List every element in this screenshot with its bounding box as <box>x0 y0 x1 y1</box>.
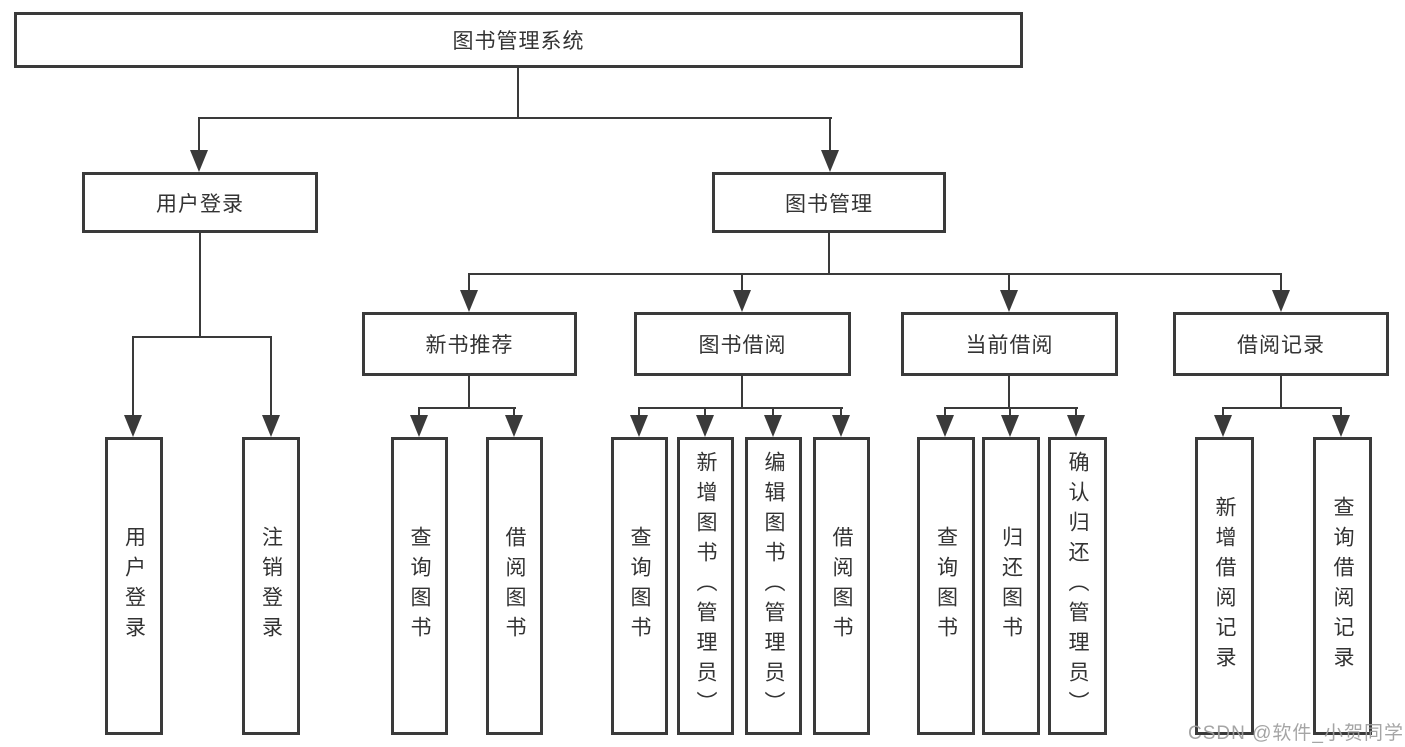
node-cb-query-book-label: 查询图书 <box>934 526 958 646</box>
arrowhead-icon <box>1332 415 1350 437</box>
edge-line <box>132 336 272 338</box>
node-nb-borrow-book-label: 借阅图书 <box>503 526 526 646</box>
edge-line <box>198 117 200 153</box>
edge-line <box>468 376 470 407</box>
arrowhead-icon <box>696 415 714 437</box>
edge-line <box>741 376 743 407</box>
arrowhead-icon <box>460 290 478 312</box>
edge-line <box>1280 273 1282 292</box>
node-root-label: 图书管理系统 <box>452 30 585 53</box>
node-ul-logout: 注销登录 <box>242 437 300 735</box>
node-borrow-record: 借阅记录 <box>1173 312 1389 376</box>
edge-line <box>468 273 470 292</box>
node-current-borrow: 当前借阅 <box>901 312 1118 376</box>
edge-line <box>704 407 706 417</box>
node-br-add-record: 新增借阅记录 <box>1195 437 1254 735</box>
edge-line <box>1008 273 1010 292</box>
arrowhead-icon <box>733 290 751 312</box>
edge-line <box>1009 407 1011 417</box>
arrowhead-icon <box>764 415 782 437</box>
edge-line <box>418 407 420 417</box>
edge-line <box>828 233 830 273</box>
node-book-mgmt: 图书管理 <box>712 172 946 233</box>
edge-line <box>418 407 516 409</box>
node-bb-borrow-book: 借阅图书 <box>813 437 870 735</box>
edge-line <box>1008 376 1010 407</box>
arrowhead-icon <box>1067 415 1085 437</box>
edge-line <box>840 407 842 417</box>
edge-line <box>944 407 1078 409</box>
node-ul-logout-label: 注销登录 <box>259 526 283 646</box>
node-cb-confirm-return-label: 确认归还（管理员） <box>1066 451 1089 721</box>
node-user-login-label: 用户登录 <box>156 192 244 216</box>
arrowhead-icon <box>821 150 839 172</box>
node-nb-borrow-book: 借阅图书 <box>486 437 543 735</box>
node-bb-edit-book: 编辑图书（管理员） <box>745 437 802 735</box>
node-book-mgmt-label: 图书管理 <box>785 192 873 216</box>
arrowhead-icon <box>936 415 954 437</box>
node-cb-return-book: 归还图书 <box>982 437 1040 735</box>
node-ul-user-login-label: 用户登录 <box>122 526 146 646</box>
node-ul-user-login: 用户登录 <box>105 437 163 735</box>
node-br-query-record-label: 查询借阅记录 <box>1331 496 1354 676</box>
edge-line <box>1222 407 1342 409</box>
node-bb-add-book-label: 新增图书（管理员） <box>694 451 717 721</box>
edge-line <box>772 407 774 417</box>
edge-line <box>132 336 134 417</box>
edge-line <box>944 407 946 417</box>
edge-line <box>1280 376 1282 407</box>
node-nb-query-book: 查询图书 <box>391 437 448 735</box>
node-cb-confirm-return: 确认归还（管理员） <box>1048 437 1107 735</box>
node-book-borrow: 图书借阅 <box>634 312 851 376</box>
node-book-borrow-label: 图书借阅 <box>698 334 787 357</box>
node-bb-add-book: 新增图书（管理员） <box>677 437 734 735</box>
arrowhead-icon <box>1000 290 1018 312</box>
edge-line <box>638 407 843 409</box>
edge-line <box>741 273 743 292</box>
node-new-book-rec: 新书推荐 <box>362 312 577 376</box>
node-new-book-rec-label: 新书推荐 <box>425 334 514 357</box>
edge-line <box>829 117 831 153</box>
edge-line <box>1340 407 1342 417</box>
edge-line <box>270 336 272 417</box>
arrowhead-icon <box>410 415 428 437</box>
node-user-login: 用户登录 <box>82 172 318 233</box>
node-br-query-record: 查询借阅记录 <box>1313 437 1372 735</box>
node-nb-query-book-label: 查询图书 <box>408 526 431 646</box>
arrowhead-icon <box>1001 415 1019 437</box>
arrowhead-icon <box>262 415 280 437</box>
arrowhead-icon <box>1214 415 1232 437</box>
edge-line <box>517 68 519 117</box>
arrowhead-icon <box>124 415 142 437</box>
node-cb-query-book: 查询图书 <box>917 437 975 735</box>
arrowhead-icon <box>505 415 523 437</box>
arrowhead-icon <box>190 150 208 172</box>
node-br-add-record-label: 新增借阅记录 <box>1213 496 1236 676</box>
csdn-watermark: CSDN @软件_小贺同学 <box>1188 723 1404 744</box>
edge-line <box>638 407 640 417</box>
edge-line <box>1075 407 1077 417</box>
edge-line <box>199 233 201 336</box>
arrowhead-icon <box>832 415 850 437</box>
node-bb-query-book: 查询图书 <box>611 437 668 735</box>
edge-line <box>513 407 515 417</box>
node-bb-borrow-book-label: 借阅图书 <box>830 526 853 646</box>
node-bb-edit-book-label: 编辑图书（管理员） <box>762 451 785 721</box>
node-bb-query-book-label: 查询图书 <box>628 526 651 646</box>
edge-line <box>198 117 832 119</box>
node-cb-return-book-label: 归还图书 <box>999 526 1023 646</box>
edge-line <box>1222 407 1224 417</box>
node-borrow-record-label: 借阅记录 <box>1237 334 1325 357</box>
arrowhead-icon <box>1272 290 1290 312</box>
node-root: 图书管理系统 <box>14 12 1023 68</box>
edge-line <box>468 273 1282 275</box>
arrowhead-icon <box>630 415 648 437</box>
node-current-borrow-label: 当前借阅 <box>965 334 1054 357</box>
